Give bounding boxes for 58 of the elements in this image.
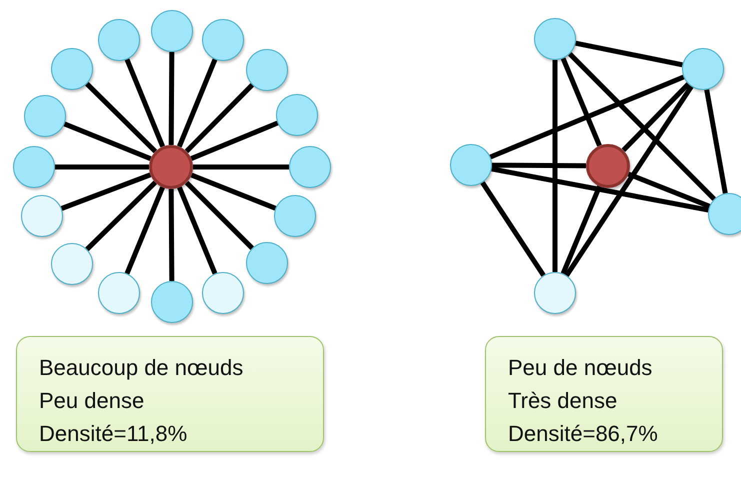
- card-text: Peu de nœuds: [508, 354, 654, 382]
- connector-line: [55, 164, 149, 170]
- connector-line: [177, 186, 218, 275]
- graph-node-circle: [202, 19, 244, 61]
- card-text: Densité=11,8%: [39, 420, 188, 448]
- connector-line: [124, 58, 166, 148]
- connector-line: [168, 52, 174, 146]
- card-text: Beaucoup de nœuds: [39, 354, 244, 382]
- connector-line: [627, 172, 710, 209]
- graph-node-circle: [151, 10, 193, 52]
- graph-node-circle: [24, 95, 66, 137]
- card-text: Peu dense: [39, 387, 146, 415]
- connector-line: [184, 83, 254, 154]
- connector-line: [489, 74, 685, 160]
- graph-node-circle: [682, 48, 724, 90]
- graph-node-circle: [289, 146, 331, 188]
- connector-line: [704, 89, 728, 194]
- connector-line: [552, 60, 558, 272]
- connector-line: [622, 82, 690, 152]
- graph-node-circle: [98, 19, 140, 61]
- central-node-circle: [586, 144, 630, 188]
- connector-line: [564, 85, 694, 277]
- graph-node-circle: [51, 48, 93, 90]
- connector-line: [64, 122, 152, 162]
- connector-line: [560, 57, 602, 147]
- connector-line: [492, 162, 586, 168]
- graph-node-circle: [202, 272, 244, 314]
- connector-line: [193, 164, 289, 170]
- graph-node-circle: [13, 146, 55, 188]
- graph-node-circle: [450, 144, 492, 186]
- info-card: [485, 336, 723, 452]
- graph-node-circle: [151, 281, 193, 323]
- graph-node-circle: [246, 49, 288, 91]
- card-text: Très dense: [508, 387, 618, 415]
- graph-node-circle: [708, 193, 741, 235]
- graph-node-circle: [534, 18, 576, 60]
- connector-line: [60, 172, 152, 211]
- graph-node-circle: [98, 272, 140, 314]
- info-card: [16, 336, 324, 452]
- graph-node-circle: [274, 195, 316, 237]
- connector-line: [184, 180, 254, 250]
- connector-line: [168, 188, 174, 282]
- connector-line: [491, 166, 709, 213]
- connector-line: [480, 181, 546, 277]
- connector-line: [190, 172, 276, 211]
- connector-line: [85, 180, 158, 252]
- connector-line: [190, 120, 279, 161]
- connector-line: [560, 185, 602, 275]
- connector-line: [575, 40, 683, 68]
- graph-node-circle: [21, 195, 63, 237]
- graph-node-circle: [276, 94, 318, 136]
- graph-node-circle: [51, 243, 93, 285]
- card-text: Densité=86,7%: [508, 420, 659, 448]
- graph-node-circle: [534, 272, 576, 314]
- connector-line: [124, 186, 165, 275]
- graph-node-circle: [246, 242, 288, 284]
- connector-line: [176, 58, 218, 148]
- connector-line: [568, 52, 716, 201]
